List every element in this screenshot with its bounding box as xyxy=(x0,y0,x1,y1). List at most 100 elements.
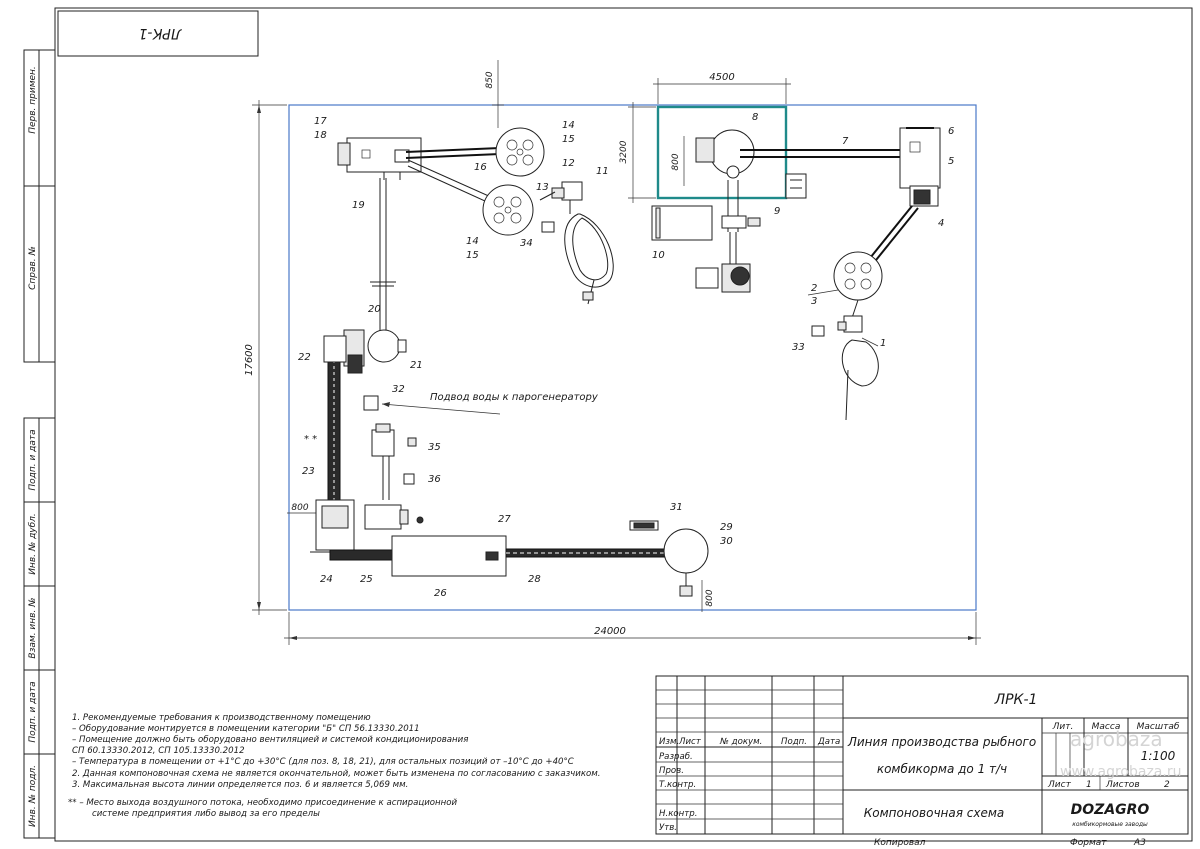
enclosed-room xyxy=(656,105,788,200)
pos-14-top: 14 xyxy=(562,120,575,131)
pos-31: 31 xyxy=(670,502,683,513)
notes-block: 1. Рекомендуемые требования к производст… xyxy=(68,713,601,819)
tb-row-utv: Утв. xyxy=(659,823,677,833)
tb-title-2: комбикорма до 1 т/ч xyxy=(877,762,1007,776)
tb-row-razrab: Разраб. xyxy=(659,752,693,762)
tb-row-prov: Пров. xyxy=(659,766,684,776)
elevator-19 xyxy=(370,178,396,330)
pos-22: 22 xyxy=(298,352,311,363)
equipment-20-21 xyxy=(343,329,407,374)
dozagro-logo: DOZAGRO комбикормовые заводы xyxy=(1071,802,1150,828)
dim-24000: 24000 xyxy=(594,626,626,637)
side-label-6: Инв. № подл. xyxy=(28,765,38,827)
equipment-36 xyxy=(403,473,415,485)
equipment-32 xyxy=(363,395,379,411)
dim-17600: 17600 xyxy=(244,344,255,376)
logo-main: DOZAGRO xyxy=(1071,802,1150,818)
equipment-1 xyxy=(837,299,879,421)
pos-9: 9 xyxy=(774,206,780,217)
note-3: СП 60.13330.2012, СП 105.13330.2012 xyxy=(72,746,245,756)
equipment-8 xyxy=(695,129,807,232)
pos-27: 27 xyxy=(498,514,511,525)
equipment-10 xyxy=(651,205,713,241)
equipment-2-3 xyxy=(833,251,883,301)
pos-7: 7 xyxy=(842,136,849,147)
tb-subtitle: Компоновочная схема xyxy=(864,806,1005,820)
water-supply-note: Подвод воды к парогенератору xyxy=(381,392,599,415)
dosing-tank-14-bottom xyxy=(482,184,534,236)
equipment-9 xyxy=(721,215,761,229)
dim-800-inner: 800 xyxy=(671,153,681,170)
side-label-2: Подп. и дата xyxy=(28,429,38,490)
pos-16: 16 xyxy=(474,162,487,173)
note-1: – Оборудование монтируется в помещении к… xyxy=(72,724,420,734)
pos-5: 5 xyxy=(948,156,954,167)
side-label-1: Справ. № xyxy=(28,246,38,290)
tb-col-podp: Подп. xyxy=(781,737,807,747)
title-block: ЛРК-1 Линия производства рыбного комбико… xyxy=(655,675,1189,835)
equipment-29-30 xyxy=(663,528,709,597)
copied-label: Копировал xyxy=(874,838,926,848)
format-value: А3 xyxy=(1133,838,1146,848)
pos-24: 24 xyxy=(320,574,333,585)
equipment-11-13 xyxy=(539,181,614,305)
pos-15-top: 15 xyxy=(562,134,575,145)
equipment-34 xyxy=(541,221,555,233)
equipment-5-6 xyxy=(899,127,941,207)
tb-sheet-value: 1 xyxy=(1086,780,1092,790)
pos-14-bottom: 14 xyxy=(466,236,479,247)
pos-10: 10 xyxy=(652,250,665,261)
note-7: ** – Место выхода воздушного потока, нео… xyxy=(68,798,458,808)
dosing-tank-14-top xyxy=(495,127,545,177)
tb-mass-label: Масса xyxy=(1092,722,1121,732)
equipment-10-lower xyxy=(695,232,751,293)
pos-2: 2 xyxy=(811,283,817,294)
logo-sub: комбикормовые заводы xyxy=(1072,821,1148,828)
pos-15-bottom: 15 xyxy=(466,250,479,261)
pos-33: 33 xyxy=(792,342,805,353)
dim-850: 850 xyxy=(485,71,495,88)
pos-35: 35 xyxy=(428,442,441,453)
dimension-overall-height: 17600 xyxy=(244,100,287,615)
dimension-800-inner: 800 xyxy=(671,136,685,186)
tb-title-1: Линия производства рыбного xyxy=(847,735,1036,749)
pos-23: 23 xyxy=(302,466,315,477)
tb-row-nkontr: Н.контр. xyxy=(659,809,697,819)
pos-3: 3 xyxy=(811,296,817,307)
dimension-850: 850 xyxy=(485,60,504,128)
tb-col-date: Дата xyxy=(817,737,840,747)
pos-29: 29 xyxy=(720,522,733,533)
dim-800-bottom: 800 xyxy=(705,589,715,606)
equipment-33 xyxy=(811,325,825,337)
pos-12: 12 xyxy=(562,158,575,169)
conveyor-7 xyxy=(740,149,900,158)
note-4: – Температура в помещении от +1°С до +30… xyxy=(72,757,574,767)
tb-sheet-label: Лист xyxy=(1047,780,1072,790)
note-0: 1. Рекомендуемые требования к производст… xyxy=(72,713,371,723)
tb-lit-label: Лит. xyxy=(1052,722,1074,732)
tb-col-list: Лист xyxy=(678,737,702,747)
dimension-overall-width: 24000 xyxy=(284,612,981,645)
format-label: Формат xyxy=(1070,838,1107,848)
tb-scale-label: Масштаб xyxy=(1137,722,1180,732)
pos-25: 25 xyxy=(360,574,373,585)
equipment-mixer-17-18 xyxy=(337,137,422,180)
side-label-3: Инв. № дубл. xyxy=(28,513,38,575)
water-note: Подвод воды к парогенератору xyxy=(430,392,599,403)
watermark-2: www.agrobaza.ru xyxy=(1060,764,1181,780)
note-5: 2. Данная компоновочная схема не являетс… xyxy=(72,769,601,779)
tb-col-doc: № докум. xyxy=(719,737,762,747)
watermark-1: agrobaza xyxy=(1070,727,1163,751)
tb-sheets-label: Листов xyxy=(1105,780,1140,790)
pos-6: 6 xyxy=(948,126,954,137)
note-2: – Помещение должно быть оборудовано вент… xyxy=(72,735,468,745)
pos-17: 17 xyxy=(314,116,327,127)
tb-row-tkontr: Т.контр. xyxy=(659,780,696,790)
pos-28: 28 xyxy=(528,574,541,585)
pos-4: 4 xyxy=(938,218,944,229)
air-outlet-marker: * * xyxy=(304,434,317,445)
dim-3200: 3200 xyxy=(619,140,629,163)
equipment-35 xyxy=(364,423,424,530)
elevator-22-23 xyxy=(323,335,347,509)
